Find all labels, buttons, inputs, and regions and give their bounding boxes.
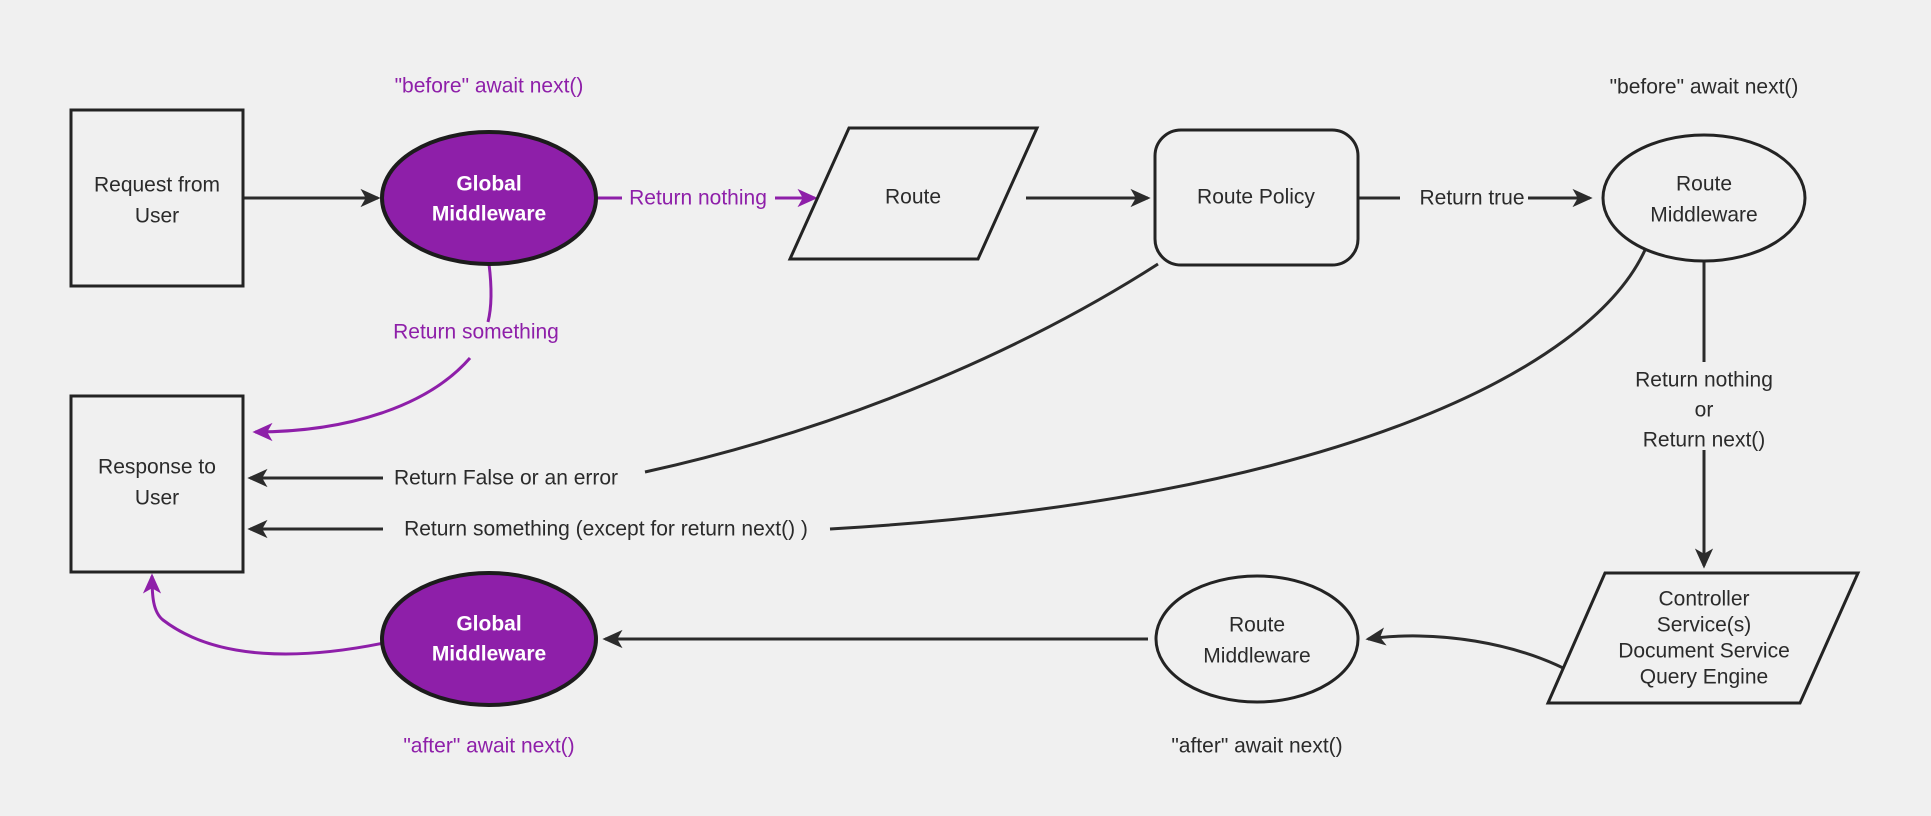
global-middleware-top-label-line1: Global [456,173,521,196]
controller-services-shape [1545,571,1861,705]
node-global-middleware-bottom[interactable]: Global Middleware [380,571,598,707]
node-route-policy[interactable]: Route Policy [1153,128,1360,267]
route-middleware-top-label-line2: Middleware [1650,204,1757,227]
edge-label-return-true: Return true [1419,187,1524,210]
route-policy-shape [1153,128,1360,267]
global-middleware-top-shape [380,130,598,266]
global-middleware-bottom-label-line2: Middleware [432,643,546,666]
route-middleware-bottom-label-line2: Middleware [1203,645,1310,668]
node-route[interactable]: Route [787,126,1040,261]
global-middleware-bottom-label-line1: Global [456,613,521,636]
response-to-user-label-line2: User [135,487,179,510]
note-after-await-next-global: "after" await next() [403,735,574,758]
edge-controller-to-route-middleware-bottom [1365,627,1586,682]
controller-services-label-line3: Document Service [1618,640,1790,663]
edge-global-middleware-top-to-response-seg1 [486,263,493,323]
edge-label-return-something: Return something [393,321,559,344]
global-middleware-bottom-shape [380,571,598,707]
edge-label-return-something-except: Return something (except for return next… [404,518,808,541]
controller-services-label-line4: Query Engine [1640,666,1768,689]
controller-services-label-line2: Service(s) [1657,614,1752,637]
node-response-to-user[interactable]: Response to User [69,394,245,574]
route-middleware-bottom-shape [1154,574,1360,704]
controller-services-label-line1: Controller [1658,588,1749,611]
note-after-await-next-route: "after" await next() [1171,735,1342,758]
edge-global-middleware-top-to-response-seg2 [252,357,472,442]
edge-label-return-next: Return next() [1643,429,1766,452]
response-to-user-label-line1: Response to [98,456,216,479]
edge-label-return-nothing-middleware: Return nothing [1635,369,1773,392]
node-route-middleware-top[interactable]: Route Middleware [1601,133,1807,263]
response-to-user-shape [69,394,245,574]
edge-global-middleware-bottom-to-response [142,573,399,656]
route-middleware-top-shape [1601,133,1807,263]
edge-label-or: or [1695,399,1714,422]
global-middleware-top-label-line2: Middleware [432,203,546,226]
route-middleware-top-label-line1: Route [1676,173,1732,196]
request-from-user-label-line1: Request from [94,174,220,197]
route-policy-label: Route Policy [1197,186,1315,209]
node-global-middleware-top[interactable]: Global Middleware [380,130,598,266]
route-shape [787,126,1040,261]
note-before-await-next-route: "before" await next() [1610,76,1799,99]
node-request-from-user[interactable]: Request from User [69,108,245,288]
node-controller-services[interactable]: Controller Service(s) Document Service Q… [1545,571,1861,705]
request-from-user-shape [69,108,245,288]
node-route-middleware-bottom[interactable]: Route Middleware [1154,574,1360,704]
edge-label-return-false-or-error: Return False or an error [394,467,618,490]
edge-route-policy-to-response-curve [644,262,1159,474]
edge-route-middleware-to-response-curve [829,249,1647,531]
route-middleware-bottom-label-line1: Route [1229,614,1285,637]
route-label: Route [885,186,941,209]
edge-label-return-nothing: Return nothing [629,187,767,210]
request-from-user-label-line2: User [135,205,179,228]
note-before-await-next-global: "before" await next() [395,75,584,98]
